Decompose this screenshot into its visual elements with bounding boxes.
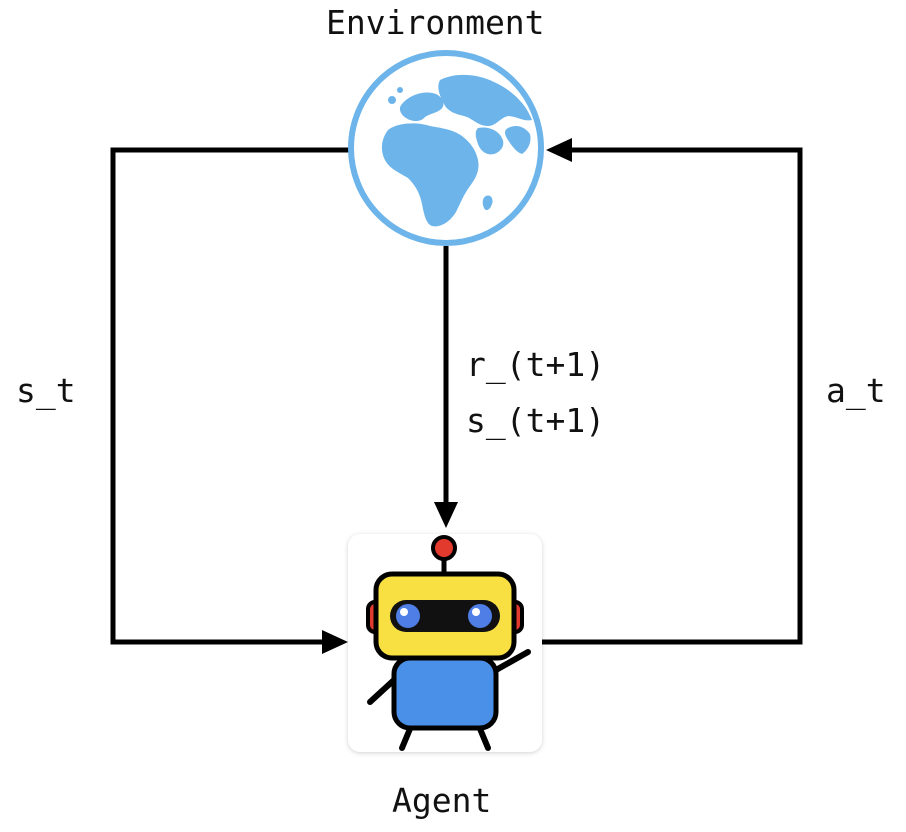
action-edge-right <box>540 147 803 645</box>
state-edge-label: s_t <box>16 371 76 410</box>
state-edge-left-arrowhead <box>322 630 348 654</box>
reward-edge-label: r_(t+1) <box>466 345 606 384</box>
environment-title: Environment <box>326 3 545 42</box>
state-edge-left <box>110 147 350 645</box>
agent-card <box>348 534 542 752</box>
next-state-edge-label: s_(t+1) <box>466 401 606 440</box>
action-edge-label: a_t <box>826 371 886 410</box>
robot-icon <box>366 535 531 751</box>
globe-icon <box>348 50 544 246</box>
action-edge-right-arrowhead <box>546 138 572 162</box>
reward-edge-center-arrowhead <box>434 502 458 528</box>
agent-title: Agent <box>392 781 492 820</box>
